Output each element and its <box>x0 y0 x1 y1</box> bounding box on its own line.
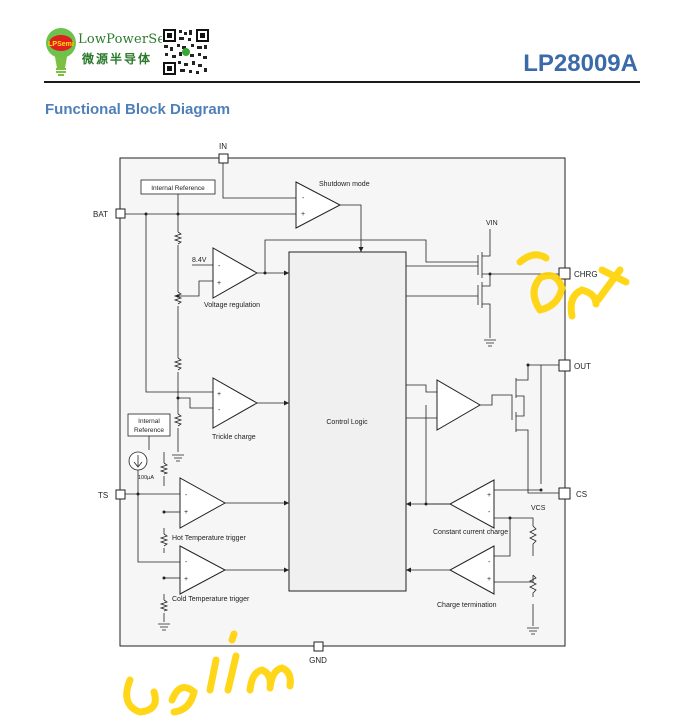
page-header: LPSemi LowPowerSemi 微源半导体 <box>0 0 686 90</box>
constant-current-amplifier <box>448 479 495 529</box>
header-divider <box>44 81 640 83</box>
hot-plus-sign: + <box>184 509 188 516</box>
resistor-network <box>159 231 537 612</box>
vref-8v4-label: 8.4V <box>192 257 207 264</box>
part-number: LP28009A <box>523 50 638 77</box>
internal-reference-top-label: Internal Reference <box>151 185 205 192</box>
pin-gnd-label: GND <box>309 656 327 665</box>
logo-text-chinese: 微源半导体 <box>82 52 153 66</box>
company-logo: LPSemi LowPowerSemi 微源半导体 <box>44 26 214 80</box>
logo-badge-text: LPSemi <box>48 41 74 48</box>
vreg-plus-sign: + <box>217 280 221 287</box>
hot-temperature-label: Hot Temperature trigger <box>172 535 246 542</box>
pin-out-label: OUT <box>574 362 591 371</box>
cc-minus-sign: - <box>488 509 491 516</box>
voltage-regulation-label: Voltage regulation <box>204 302 260 309</box>
trickle-minus-sign: - <box>218 407 221 414</box>
pin-in <box>218 153 229 164</box>
shutdown-mode-label: Shutdown mode <box>319 181 370 188</box>
signal-arrows <box>284 247 411 573</box>
hot-minus-sign: - <box>185 492 188 499</box>
constant-current-label: Constant current charge <box>433 529 508 536</box>
current-source-icon <box>128 451 148 494</box>
control-logic-block <box>288 251 407 592</box>
internal-reference-left-label-1: Internal <box>138 418 160 425</box>
pin-out <box>558 359 571 372</box>
cold-plus-sign: + <box>184 576 188 583</box>
voltage-regulation-amplifier <box>212 247 259 299</box>
vreg-minus-sign: - <box>218 263 221 270</box>
charge-termination-label: Charge termination <box>437 602 497 609</box>
trickle-charge-comparator <box>212 377 259 429</box>
cold-temperature-comparator <box>179 545 227 595</box>
shutdown-comparator <box>295 181 342 229</box>
cold-temperature-label: Cold Temperature trigger <box>172 596 250 603</box>
output-driver-amplifier <box>436 379 481 431</box>
current-source-label: 100µA <box>138 475 154 481</box>
qr-code-icon <box>162 28 210 76</box>
pin-bat-label: BAT <box>93 210 108 219</box>
cc-plus-sign: + <box>487 492 491 499</box>
shutdown-plus-sign: + <box>301 211 305 218</box>
logo-text-english: LowPowerSemi <box>78 32 183 47</box>
pin-cs <box>558 487 571 500</box>
pin-chrg <box>558 267 571 280</box>
pin-ts-label: TS <box>98 491 108 500</box>
preliminary-watermark <box>123 251 630 716</box>
control-logic-label: Control Logic <box>326 419 368 426</box>
cold-minus-sign: - <box>185 559 188 566</box>
term-minus-sign: - <box>488 559 491 566</box>
shutdown-minus-sign: - <box>302 195 305 202</box>
pin-in-label: IN <box>219 142 227 151</box>
pin-gnd <box>313 641 324 652</box>
trickle-plus-sign: + <box>217 391 221 398</box>
junction-dots <box>136 212 543 580</box>
lightbulb-logo-icon: LPSemi <box>46 28 76 76</box>
pin-chrg-label: CHRG <box>574 270 598 279</box>
pin-cs-label: CS <box>576 490 587 499</box>
vcs-label: VCS <box>531 505 546 512</box>
section-title: Functional Block Diagram <box>45 101 231 118</box>
hot-temperature-comparator <box>179 477 227 529</box>
trickle-charge-label: Trickle charge <box>212 434 256 441</box>
charge-termination-comparator <box>448 545 495 595</box>
pin-ts <box>115 489 126 500</box>
vin-label: VIN <box>486 220 498 227</box>
term-plus-sign: + <box>487 576 491 583</box>
pin-bat <box>115 208 126 219</box>
internal-reference-left-label-2: Reference <box>134 427 164 434</box>
